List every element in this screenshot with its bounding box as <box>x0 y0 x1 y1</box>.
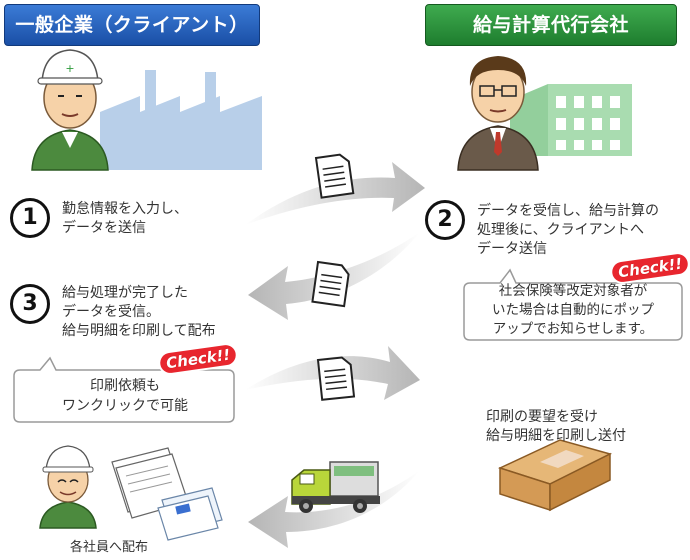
step-2-line-1: データを受信し、給与計算の <box>477 203 659 219</box>
worker-icon <box>39 445 97 529</box>
step-3-text: 給与処理が完了した データを受信。 給与明細を印刷して配布 <box>62 284 216 341</box>
arrow-delivery <box>248 470 420 548</box>
step-1-line-1: 勤怠情報を入力し、 <box>62 201 188 217</box>
client-header: 一般企業（クライアント） <box>4 4 260 46</box>
note-bubble-print-request <box>13 356 235 423</box>
social-insurance-note: 社会保険等改定対象者が いた場合は自動的にポップ アップでお知らせします。 <box>468 282 678 339</box>
social-insurance-note-line-2: いた場合は自動的にポップ <box>492 302 654 318</box>
social-insurance-note-line-3: アップでお知らせします。 <box>492 321 654 337</box>
document-icon <box>314 153 355 199</box>
payroll-company-header: 給与計算代行会社 <box>425 4 677 46</box>
step-1-line-2: データを送信 <box>62 220 146 236</box>
worker-icon: + <box>31 49 109 171</box>
businessman-icon <box>457 56 539 171</box>
print-request-note-line-2: ワンクリックで可能 <box>62 398 188 414</box>
note-bubble-social-insurance <box>463 268 683 341</box>
print-and-ship-text: 印刷の要望を受け 給与明細を印刷し送付 <box>486 408 626 446</box>
step-2-line-2: 処理後に、クライアントへ <box>477 222 645 238</box>
delivery-truck-icon <box>291 461 380 513</box>
print-and-ship-line-1: 印刷の要望を受け <box>486 409 598 425</box>
cardboard-box-icon <box>497 439 613 512</box>
step-3-number: 3 <box>10 284 50 324</box>
social-insurance-note-line-1: 社会保険等改定対象者が <box>498 283 648 299</box>
step-1-text: 勤怠情報を入力し、 データを送信 <box>62 200 188 238</box>
step-2-number: 2 <box>425 200 465 240</box>
envelope-icon <box>157 487 223 541</box>
step-3-line-3: 給与明細を印刷して配布 <box>62 323 216 339</box>
distribute-caption: 各社員へ配布 <box>70 540 149 555</box>
factory-icon <box>100 70 262 170</box>
print-and-ship-line-2: 給与明細を印刷し送付 <box>486 428 626 444</box>
step-3-line-2: データを受信。 <box>62 304 160 320</box>
document-icon <box>316 356 356 401</box>
document-icon <box>311 260 350 308</box>
step-1-number: 1 <box>10 198 50 238</box>
step-2-text: データを受信し、給与計算の 処理後に、クライアントへ データ送信 <box>477 202 659 259</box>
print-request-note: 印刷依頼も ワンクリックで可能 <box>18 376 232 416</box>
print-request-note-line-1: 印刷依頼も <box>90 378 160 394</box>
svg-text:+: + <box>65 62 74 75</box>
step-3-line-1: 給与処理が完了した <box>62 285 188 301</box>
step-2-line-3: データ送信 <box>477 241 547 257</box>
